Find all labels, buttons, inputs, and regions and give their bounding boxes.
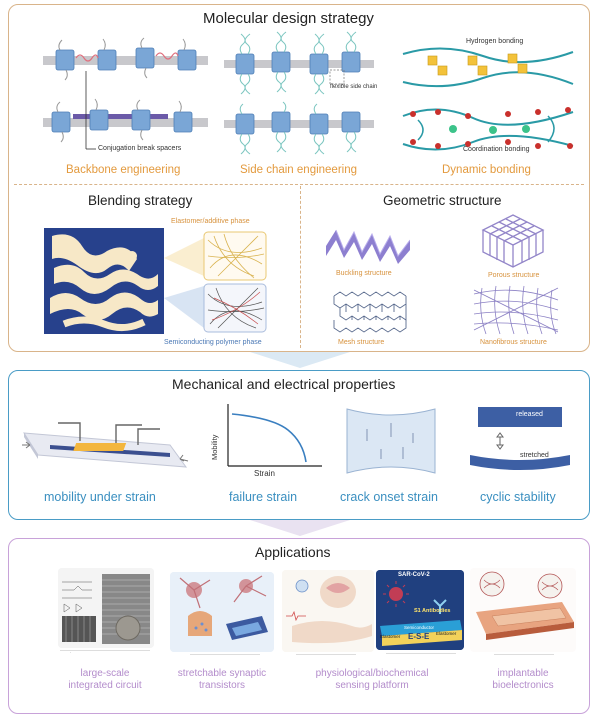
citation-strip-3 bbox=[296, 654, 356, 655]
elastomer-phase-label: Elastomer/additive phase bbox=[171, 218, 250, 225]
blending-title: Blending strategy bbox=[88, 193, 193, 208]
elastomer-right-label: Elastomer bbox=[436, 631, 457, 636]
coordination-bonding-label: Coordination bonding bbox=[463, 146, 530, 153]
buckling-label: Buckling structure bbox=[336, 270, 392, 277]
molecular-design-panel bbox=[8, 4, 590, 352]
chevron-down-icon bbox=[250, 520, 350, 536]
released-label: released bbox=[516, 411, 543, 418]
sidechain-illustration bbox=[224, 31, 374, 155]
semiconducting-phase-label: Semiconducting polymer phase bbox=[164, 339, 262, 346]
caption-1: · bbox=[70, 650, 72, 655]
citation-strip-5 bbox=[494, 654, 554, 655]
properties-title: Mechanical and electrical properties bbox=[172, 376, 396, 392]
crack-onset-strain-label: crack onset strain bbox=[340, 490, 438, 504]
failure-strain-label: failure strain bbox=[229, 490, 298, 504]
crack-onset-illustration bbox=[346, 408, 436, 474]
axis-mobility-label: Mobility bbox=[210, 434, 219, 460]
cyclic-stability-label: cyclic stability bbox=[480, 490, 556, 504]
sarcov-label: SAR-CoV-2 bbox=[398, 572, 430, 578]
backbone-illustration bbox=[43, 37, 208, 150]
dynamic-bonding-illustration bbox=[402, 47, 574, 151]
stretched-label: stretched bbox=[520, 452, 549, 459]
citation-strip-1 bbox=[60, 650, 150, 651]
applications-title: Applications bbox=[255, 544, 331, 560]
flexible-side-chain-label: flexible side chain bbox=[330, 84, 378, 90]
axis-strain-label: Strain bbox=[254, 469, 275, 478]
geometric-title: Geometric structure bbox=[383, 193, 502, 208]
conjugation-break-label: Conjugation break spacers bbox=[98, 145, 182, 152]
semiconductor-label: Semiconductor bbox=[404, 625, 435, 630]
hydrogen-bonding-label: Hydrogen bonding bbox=[466, 38, 524, 45]
antibodies-label: S1 Antibodies bbox=[414, 608, 451, 614]
section-divider-vertical bbox=[300, 186, 301, 348]
synaptic-transistor-image bbox=[170, 572, 274, 652]
dynamic-bonding-label: Dynamic bonding bbox=[442, 164, 531, 176]
porous-label: Porous structure bbox=[488, 272, 540, 279]
chevron-down-icon bbox=[250, 352, 350, 368]
sars-cov2-sensor-image: SAR-CoV-2 S1 Antibodies Semiconductor El… bbox=[376, 570, 464, 650]
nanofibrous-label: Nanofibrous structure bbox=[480, 339, 547, 346]
citation-strip-2 bbox=[190, 654, 260, 655]
cyclic-stability-illustration bbox=[470, 407, 570, 470]
mobility-device-illustration bbox=[22, 422, 189, 468]
molecular-design-title: Molecular design strategy bbox=[203, 10, 374, 27]
elastomer-left-label: Elastomer bbox=[380, 634, 401, 639]
ese-label: E-S-E bbox=[408, 632, 430, 641]
applications-panel bbox=[8, 538, 590, 714]
backbone-engineering-label: Backbone engineering bbox=[66, 164, 181, 176]
buckling-illustration bbox=[326, 229, 410, 264]
implantable-bioelectronics-image bbox=[470, 568, 576, 652]
sidechain-engineering-label: Side chain engineering bbox=[240, 164, 358, 176]
section-divider bbox=[14, 184, 584, 185]
mesh-label: Mesh structure bbox=[338, 339, 385, 346]
properties-panel bbox=[8, 370, 590, 520]
citation-strip-4 bbox=[386, 653, 456, 654]
nanofibrous-illustration bbox=[473, 285, 559, 335]
failure-strain-plot bbox=[227, 404, 322, 467]
mobility-under-strain-label: mobility under strain bbox=[44, 490, 156, 504]
integrated-circuit-image bbox=[58, 568, 154, 648]
blending-illustration bbox=[44, 228, 267, 334]
sensing-platform-image bbox=[282, 570, 374, 652]
mesh-illustration bbox=[333, 291, 407, 333]
porous-illustration bbox=[481, 214, 545, 268]
